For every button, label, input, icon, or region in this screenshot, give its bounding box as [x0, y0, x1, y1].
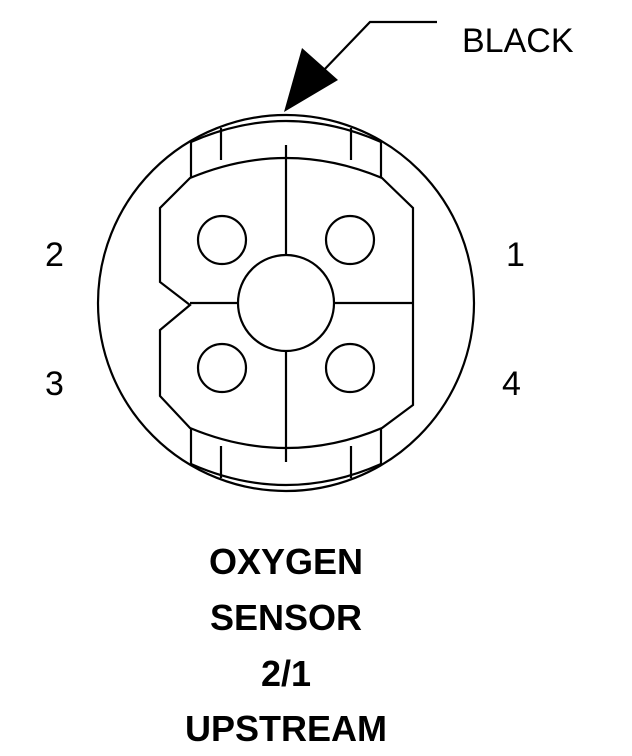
pin-cavity-1: [324, 214, 376, 266]
connector-diagram: BLACK 2 1 3 4: [45, 20, 574, 493]
caption-line-3: 2/1: [260, 653, 312, 694]
wire-callout-leader: [321, 20, 437, 73]
center-boss: [236, 253, 336, 353]
pin-label-2: 2: [45, 236, 64, 274]
pin-label-4: 4: [502, 365, 521, 403]
connector-top-arc: [190, 119, 382, 144]
pin-cavity-3: [196, 342, 248, 394]
connector-outer-ring: [96, 113, 476, 493]
pin-label-1: 1: [506, 236, 525, 274]
caption-line-4: UPSTREAM: [184, 708, 387, 749]
connector-housing: [158, 156, 415, 450]
caption-line-1: OXYGEN: [208, 541, 364, 582]
pin-cavity-2: [196, 214, 248, 266]
pin-label-3: 3: [45, 365, 64, 403]
wire-callout-arrowhead: [284, 48, 338, 112]
caption-line-2: SENSOR: [209, 597, 363, 638]
wire-color-label: BLACK: [462, 22, 574, 60]
pin-cavity-4: [324, 342, 376, 394]
connector-bottom-arc: [190, 462, 382, 487]
